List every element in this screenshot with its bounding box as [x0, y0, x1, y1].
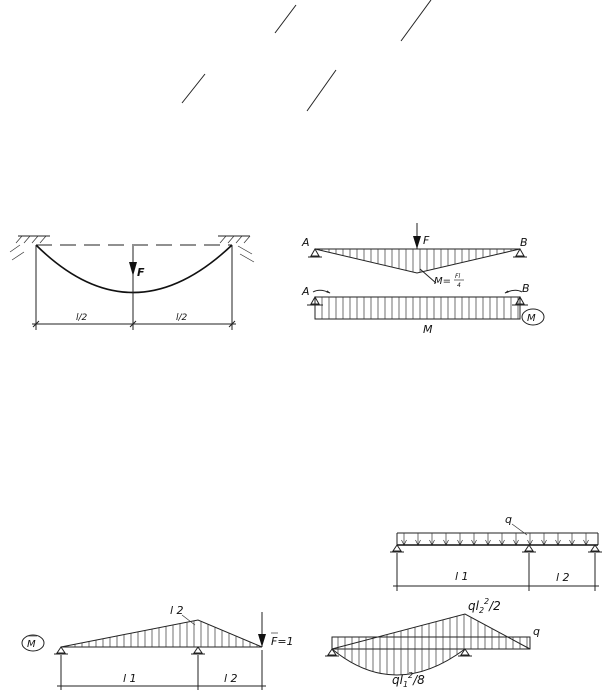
q-moment-triangle-outline: [331, 613, 531, 650]
top-strokes: [181, 0, 432, 112]
q-moment-load-label: q: [533, 625, 540, 638]
left-anchor-hatch: [9, 235, 50, 261]
support-b-label: B: [520, 236, 528, 249]
right-anchor-hatch: [218, 235, 255, 263]
circled-mbar-label: M: [27, 639, 36, 650]
q-leader: [511, 523, 528, 536]
unit-moment-hatch: [67, 620, 258, 647]
beam-m-diagram: A B M M: [301, 282, 545, 336]
support-2-pin-icon: [522, 544, 536, 553]
q-moment-band: [331, 636, 531, 650]
q-moment-parabola-hatch: [337, 649, 465, 675]
q-moment-diagram: ql22/2 ql12/8 q: [325, 597, 540, 689]
diagonal-stroke: [274, 4, 297, 34]
beam-ab-load-arrow-icon: [413, 236, 421, 249]
q-moment-top-label: ql22/2: [468, 597, 501, 615]
unit-load-label: F=1: [271, 635, 294, 648]
support-b-pin-icon: [513, 247, 527, 258]
span-left-label: l/2: [76, 313, 88, 323]
unit-moment-outline: [60, 619, 263, 648]
qm-support-1-pin-icon: [325, 648, 339, 657]
constant-moment-hatch: [321, 297, 519, 319]
q-load-label: q: [505, 513, 512, 526]
q-moment-band-hatch: [337, 637, 528, 649]
unit-support-1-pin-icon: [54, 646, 68, 655]
unit-moment-diagram: M l 2 F=1 l 1 l 2: [21, 604, 294, 690]
constant-moment-label: M: [423, 323, 433, 336]
distributed-load-beam: q l 1 l 2: [390, 513, 602, 591]
moment-formula-numerator: Fl: [455, 273, 460, 280]
diagonal-stroke: [400, 0, 432, 42]
peak-leader: [181, 614, 196, 626]
beam-ab-load-label: F: [423, 234, 430, 247]
moment-formula-prefix: M=: [434, 276, 451, 287]
left-applied-moment-icon: [312, 289, 331, 294]
moment-leader: [419, 268, 437, 284]
diagonal-stroke: [181, 73, 206, 104]
unit-span1-label: l 1: [123, 672, 137, 685]
support-a-label-2: A: [301, 285, 310, 298]
constant-moment-rect: [314, 296, 521, 320]
moment-formula-denominator: 4: [457, 282, 461, 289]
beam-ab-diagram: A B F M= Fl 4: [301, 223, 528, 289]
unit-support-2-pin-icon: [191, 646, 205, 655]
cable-diagram: F l/2 l/2: [9, 235, 255, 330]
circled-mbar-badge: [21, 634, 45, 652]
support-a-pin-icon: [308, 247, 322, 258]
peak-label: l 2: [170, 604, 184, 617]
support-b2-pin-icon: [512, 295, 528, 306]
support-a2-pin-icon: [307, 295, 323, 306]
support-3-pin-icon: [588, 544, 602, 553]
support-b-label-2: B: [522, 282, 530, 295]
unit-load-arrow-icon: [258, 634, 266, 647]
circled-m-badge: [521, 308, 545, 326]
span1-label: l 1: [455, 570, 469, 583]
cable-load-label: F: [137, 266, 145, 279]
span2-label: l 2: [556, 571, 570, 584]
q-moment-triangle-hatch: [379, 614, 507, 637]
support-1-pin-icon: [390, 544, 404, 553]
q-moment-bottom-label: ql12/8: [392, 671, 425, 689]
diagonal-stroke: [306, 69, 337, 112]
circled-m-label: M: [527, 313, 536, 324]
right-applied-moment-icon: [504, 289, 523, 294]
beam-ab-moment-outline: [314, 248, 521, 274]
cable-load-arrow-icon: [129, 262, 137, 276]
q-moment-parabola: [331, 648, 466, 676]
support-a-label: A: [301, 236, 310, 249]
distributed-load-arrows: [401, 533, 589, 546]
qm-support-2-pin-icon: [458, 648, 472, 657]
unit-span2-label: l 2: [224, 672, 238, 685]
span-right-label: l/2: [176, 313, 188, 323]
beam-ab-moment-hatch: [321, 249, 519, 273]
